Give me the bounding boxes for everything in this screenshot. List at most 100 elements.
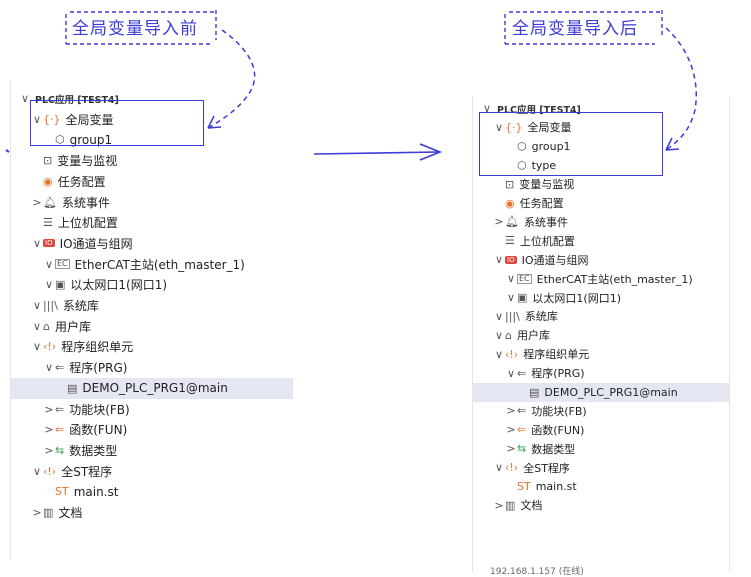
tree-node-icon: ▥	[43, 506, 54, 519]
tree-node-icon: |||\	[43, 299, 58, 312]
tree-item[interactable]: ◉任务配置	[11, 171, 293, 192]
tree-item-label: main.st	[535, 480, 577, 493]
chevron-down-icon[interactable]: ∨	[494, 347, 504, 361]
tree-item[interactable]: ∨⇐程序(PRG)	[11, 357, 293, 378]
tree-item[interactable]: ∨‹!›全ST程序	[473, 458, 729, 477]
chevron-down-icon[interactable]: ∨	[32, 299, 42, 312]
chevron-down-icon[interactable]: ∨	[32, 340, 42, 354]
tree-item[interactable]: ⊡变量与监视	[11, 150, 293, 171]
global-vars-highlight-before	[30, 100, 204, 146]
tree-item[interactable]: >⇆数据类型	[473, 439, 729, 458]
tree-item[interactable]: >▥文档	[473, 496, 729, 515]
tree-item[interactable]: >🔔︎系统事件	[473, 212, 729, 231]
chevron-right-icon[interactable]: >	[44, 402, 54, 416]
chevron-down-icon[interactable]: ∨	[506, 291, 516, 304]
tree-item-label: 数据类型	[69, 443, 118, 458]
chevron-right-icon[interactable]: >	[506, 423, 516, 437]
tree-item-label: group1	[531, 139, 571, 153]
tree-item-label: 上位机配置	[57, 216, 118, 231]
tree-item[interactable]: ∨‹!› 程序组织单元	[473, 345, 729, 364]
tree-item[interactable]: ◉任务配置	[473, 194, 729, 213]
tree-item[interactable]: ∨|||\系统库	[11, 295, 293, 316]
after-callout-label: 全局变量导入后	[512, 19, 638, 39]
tree-item[interactable]: ☰上位机配置	[11, 212, 293, 233]
tree-item[interactable]: ∨⌂用户库	[11, 316, 293, 337]
tree-item[interactable]: ⬡type	[473, 156, 729, 175]
chevron-down-icon[interactable]: ∨	[494, 253, 504, 267]
chevron-down-icon[interactable]: ∨	[20, 92, 30, 105]
tree-item[interactable]: ☰上位机配置	[473, 231, 729, 250]
tree-item[interactable]: ⬡group1	[473, 137, 729, 156]
before-callout-label: 全局变量导入前	[72, 19, 198, 39]
chevron-down-icon[interactable]: ∨	[32, 236, 42, 250]
chevron-down-icon[interactable]: ∨	[494, 328, 504, 342]
chevron-down-icon[interactable]: ∨	[494, 120, 504, 134]
chevron-down-icon[interactable]: ∨	[32, 464, 42, 478]
tree-item[interactable]: ⊡变量与监视	[473, 175, 729, 194]
chevron-down-icon[interactable]: ∨	[32, 319, 42, 333]
tree-item[interactable]: ∨‹!› 程序组织单元	[11, 336, 293, 357]
tree-node-icon: ▣	[55, 278, 66, 292]
tree-item[interactable]: >⇐函数(FUN)	[473, 420, 729, 439]
chevron-down-icon[interactable]: ∨	[506, 272, 516, 286]
tree-item[interactable]: >▥文档	[11, 502, 293, 523]
tree-node-icon: ◉	[43, 174, 53, 188]
tree-node-icon: ⇐	[517, 423, 527, 437]
connection-status-cut: 192.168.1.157 (在线)	[490, 567, 584, 577]
tree-item[interactable]: ⬡group1	[11, 129, 293, 150]
tree-item[interactable]: ∨▣以太网口1(网口1)	[11, 274, 293, 295]
chevron-right-icon[interactable]: >	[32, 195, 42, 209]
tree-item[interactable]: >⇐功能块(FB)	[473, 401, 729, 420]
tree-item[interactable]: >⇐函数(FUN)	[11, 419, 293, 440]
tree-item-label: 程序组织单元	[523, 348, 590, 362]
tree-item-label: 全局变量	[65, 112, 114, 127]
tree-item-label: 功能块(FB)	[531, 404, 587, 418]
tree-node-icon: ‹!›	[43, 464, 57, 478]
chevron-right-icon[interactable]: >	[32, 506, 42, 519]
chevron-down-icon[interactable]: ∨	[32, 112, 42, 126]
tree-item[interactable]: >⇐功能块(FB)	[11, 399, 293, 420]
tree-item[interactable]: ∨‹!›全ST程序	[11, 461, 293, 482]
tree-item-label: 全ST程序	[523, 461, 570, 475]
tree-item[interactable]: ▤DEMO_PLC_PRG1@main	[473, 382, 729, 402]
tree-item-label: 功能块(FB)	[69, 402, 130, 417]
chevron-down-icon[interactable]: ∨	[44, 361, 54, 375]
tree-item[interactable]: ∨{·}全局变量	[11, 109, 293, 130]
tree-item[interactable]: ∨PLC应用 [TEST4]	[473, 99, 729, 118]
tree-item[interactable]: ∨⌂用户库	[473, 326, 729, 345]
chevron-right-icon[interactable]: >	[506, 404, 516, 418]
chevron-right-icon[interactable]: >	[494, 498, 504, 512]
tree-node-icon: 🔔︎	[505, 215, 519, 229]
tree-item[interactable]: >⇆数据类型	[11, 440, 293, 461]
chevron-down-icon[interactable]: ∨	[482, 102, 492, 115]
chevron-down-icon[interactable]: ∨	[506, 366, 516, 380]
tree-node-icon: IO	[43, 239, 55, 248]
tree-item[interactable]: ∨|||\系统库	[473, 307, 729, 326]
chevron-right-icon[interactable]: >	[44, 423, 54, 437]
chevron-down-icon[interactable]: ∨	[44, 278, 54, 292]
tree-item-label: 程序组织单元	[61, 340, 134, 355]
tree-node-icon: ‹!›	[43, 340, 57, 354]
tree-node-icon: ‹!›	[505, 347, 519, 361]
tree-node-icon: ▤	[529, 385, 540, 399]
tree-item[interactable]: ∨▣以太网口1(网口1)	[473, 288, 729, 307]
tree-item-label: 程序(PRG)	[69, 361, 128, 376]
tree-item-label: EtherCAT主站(eth_master_1)	[74, 257, 245, 272]
tree-item[interactable]: ▤DEMO_PLC_PRG1@main	[11, 377, 293, 399]
tree-node-icon: |||\	[505, 309, 520, 323]
tree-item[interactable]: ∨{·}全局变量	[473, 118, 729, 137]
chevron-right-icon[interactable]: >	[44, 443, 54, 457]
chevron-down-icon[interactable]: ∨	[44, 257, 54, 271]
chevron-right-icon[interactable]: >	[506, 442, 516, 456]
tree-item[interactable]: ∨⇐程序(PRG)	[473, 364, 729, 383]
chevron-down-icon[interactable]: ∨	[494, 461, 504, 475]
tree-item[interactable]: >🔔︎系统事件	[11, 192, 293, 213]
chevron-down-icon[interactable]: ∨	[494, 309, 504, 323]
chevron-right-icon[interactable]: >	[494, 215, 504, 229]
